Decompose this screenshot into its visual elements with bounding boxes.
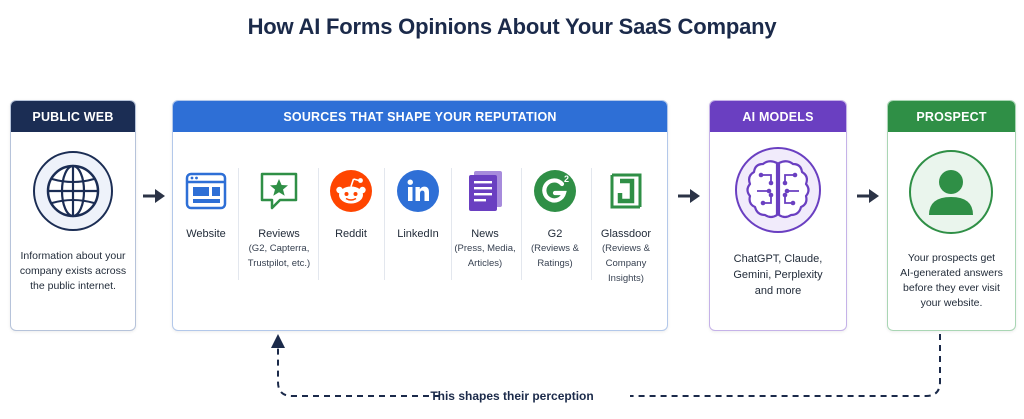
person-icon: [909, 150, 993, 234]
public-web-line: the public internet.: [30, 280, 116, 292]
source-label: News: [471, 228, 499, 240]
g2-icon: 2: [534, 170, 576, 212]
divider: [238, 168, 239, 280]
source-sublabel: Company: [605, 258, 647, 269]
brain-circuit-icon: [735, 147, 821, 233]
source-reviews: Reviews (G2, Capterra, Trustpilot, etc.): [246, 168, 312, 270]
source-label: LinkedIn: [397, 228, 439, 240]
source-linkedin: LinkedIn: [385, 168, 451, 240]
public-web-card: PUBLIC WEB Information about your compan…: [10, 100, 136, 331]
source-website: Website: [173, 168, 239, 240]
linkedin-icon: [397, 170, 439, 212]
source-sublabel: Articles): [467, 258, 503, 269]
star-review-icon: [260, 172, 298, 210]
prospect-description: Your prospects get AI-generated answers …: [888, 251, 1015, 311]
source-label: Website: [186, 228, 226, 240]
divider: [451, 168, 452, 280]
source-news: News (Press, Media, Articles): [452, 168, 518, 270]
ai-models-line: Gemini, Perplexity: [733, 269, 823, 281]
prospect-line: AI-generated answers: [900, 267, 1003, 279]
svg-text:2: 2: [564, 174, 569, 184]
prospect-card: PROSPECT Your prospects get AI-generated…: [887, 100, 1016, 331]
divider: [591, 168, 592, 280]
glassdoor-icon: [610, 173, 642, 209]
website-icon: [185, 172, 227, 210]
prospect-line: Your prospects get: [907, 252, 996, 264]
source-sublabel: Trustpilot, etc.): [247, 258, 311, 269]
ai-models-description: ChatGPT, Claude, Gemini, Perplexity and …: [710, 251, 846, 299]
arrow-right-icon: [857, 189, 879, 203]
source-sublabel: (Press, Media,: [454, 243, 516, 254]
source-label: Glassdoor: [600, 228, 652, 240]
sources-heading: SOURCES THAT SHAPE YOUR REPUTATION: [173, 101, 667, 132]
news-icon: [469, 171, 502, 211]
public-web-line: Information about your: [20, 250, 126, 262]
diagram-title: How AI Forms Opinions About Your SaaS Co…: [247, 14, 777, 39]
source-glassdoor: Glassdoor (Reviews & Company Insights): [593, 168, 659, 285]
source-reddit: Reddit: [318, 168, 384, 240]
prospect-heading: PROSPECT: [888, 101, 1015, 132]
reddit-icon: [330, 170, 372, 212]
source-sublabel: Insights): [608, 273, 644, 284]
ai-models-heading: AI MODELS: [710, 101, 846, 132]
source-sublabel: Ratings): [537, 258, 573, 269]
feedback-label: This shapes their perception: [430, 389, 594, 403]
ai-models-card: AI MODELS ChatGPT, Claude, Gemini, Perpl…: [709, 100, 847, 331]
public-web-line: company exists across: [19, 265, 127, 277]
prospect-line: before they ever visit: [903, 282, 1000, 294]
globe-icon: [33, 151, 113, 231]
source-label: G2: [547, 228, 563, 240]
source-sublabel: (Reviews &: [530, 243, 580, 254]
divider: [521, 168, 522, 280]
arrow-right-icon: [678, 189, 700, 203]
ai-models-line: ChatGPT, Claude,: [733, 253, 823, 265]
public-web-description: Information about your company exists ac…: [11, 249, 135, 294]
prospect-line: your website.: [920, 297, 983, 309]
arrow-right-icon: [143, 189, 165, 203]
sources-card: SOURCES THAT SHAPE YOUR REPUTATION: [172, 100, 668, 331]
divider: [318, 168, 319, 280]
source-label: Reviews: [258, 228, 300, 240]
source-label: Reddit: [335, 228, 367, 240]
ai-models-line: and more: [754, 285, 802, 297]
divider: [384, 168, 385, 280]
source-sublabel: (G2, Capterra,: [248, 243, 310, 254]
public-web-heading: PUBLIC WEB: [11, 101, 135, 132]
source-sublabel: (Reviews &: [601, 243, 651, 254]
source-g2: 2 G2 (Reviews & Ratings): [522, 168, 588, 270]
